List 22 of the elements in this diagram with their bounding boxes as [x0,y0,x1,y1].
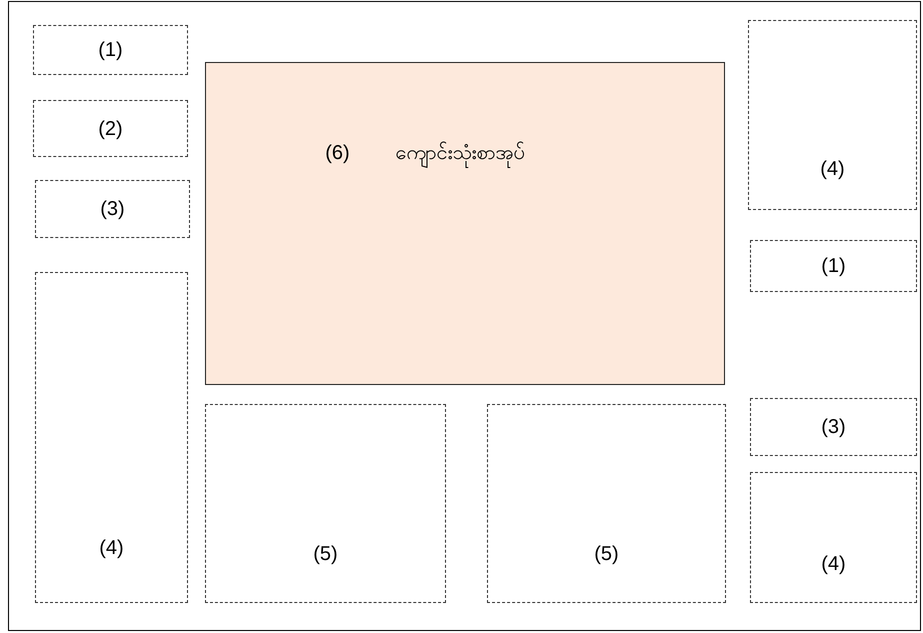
box-label: (1) [821,254,846,278]
highlighted-panel [205,62,725,385]
box-label: (1) [98,38,123,62]
placeholder-box [750,398,917,456]
box-label: (3) [100,197,125,221]
box-label: (6) [325,141,350,165]
box-label: (5) [313,542,338,566]
box-label: (4) [820,157,845,181]
placeholder-box [750,240,917,292]
box-label: (2) [98,116,123,140]
placeholder-box [748,20,917,210]
placeholder-box [35,272,188,603]
placeholder-box [750,472,917,603]
box-label: (3) [821,415,846,439]
box-label: (4) [821,552,846,576]
box-label: (5) [594,542,619,566]
placeholder-box [33,100,188,157]
box-label: (4) [99,536,124,560]
placeholder-box [33,25,188,75]
placeholder-box [205,404,446,603]
placeholder-box [35,180,190,238]
placeholder-box [487,404,726,603]
